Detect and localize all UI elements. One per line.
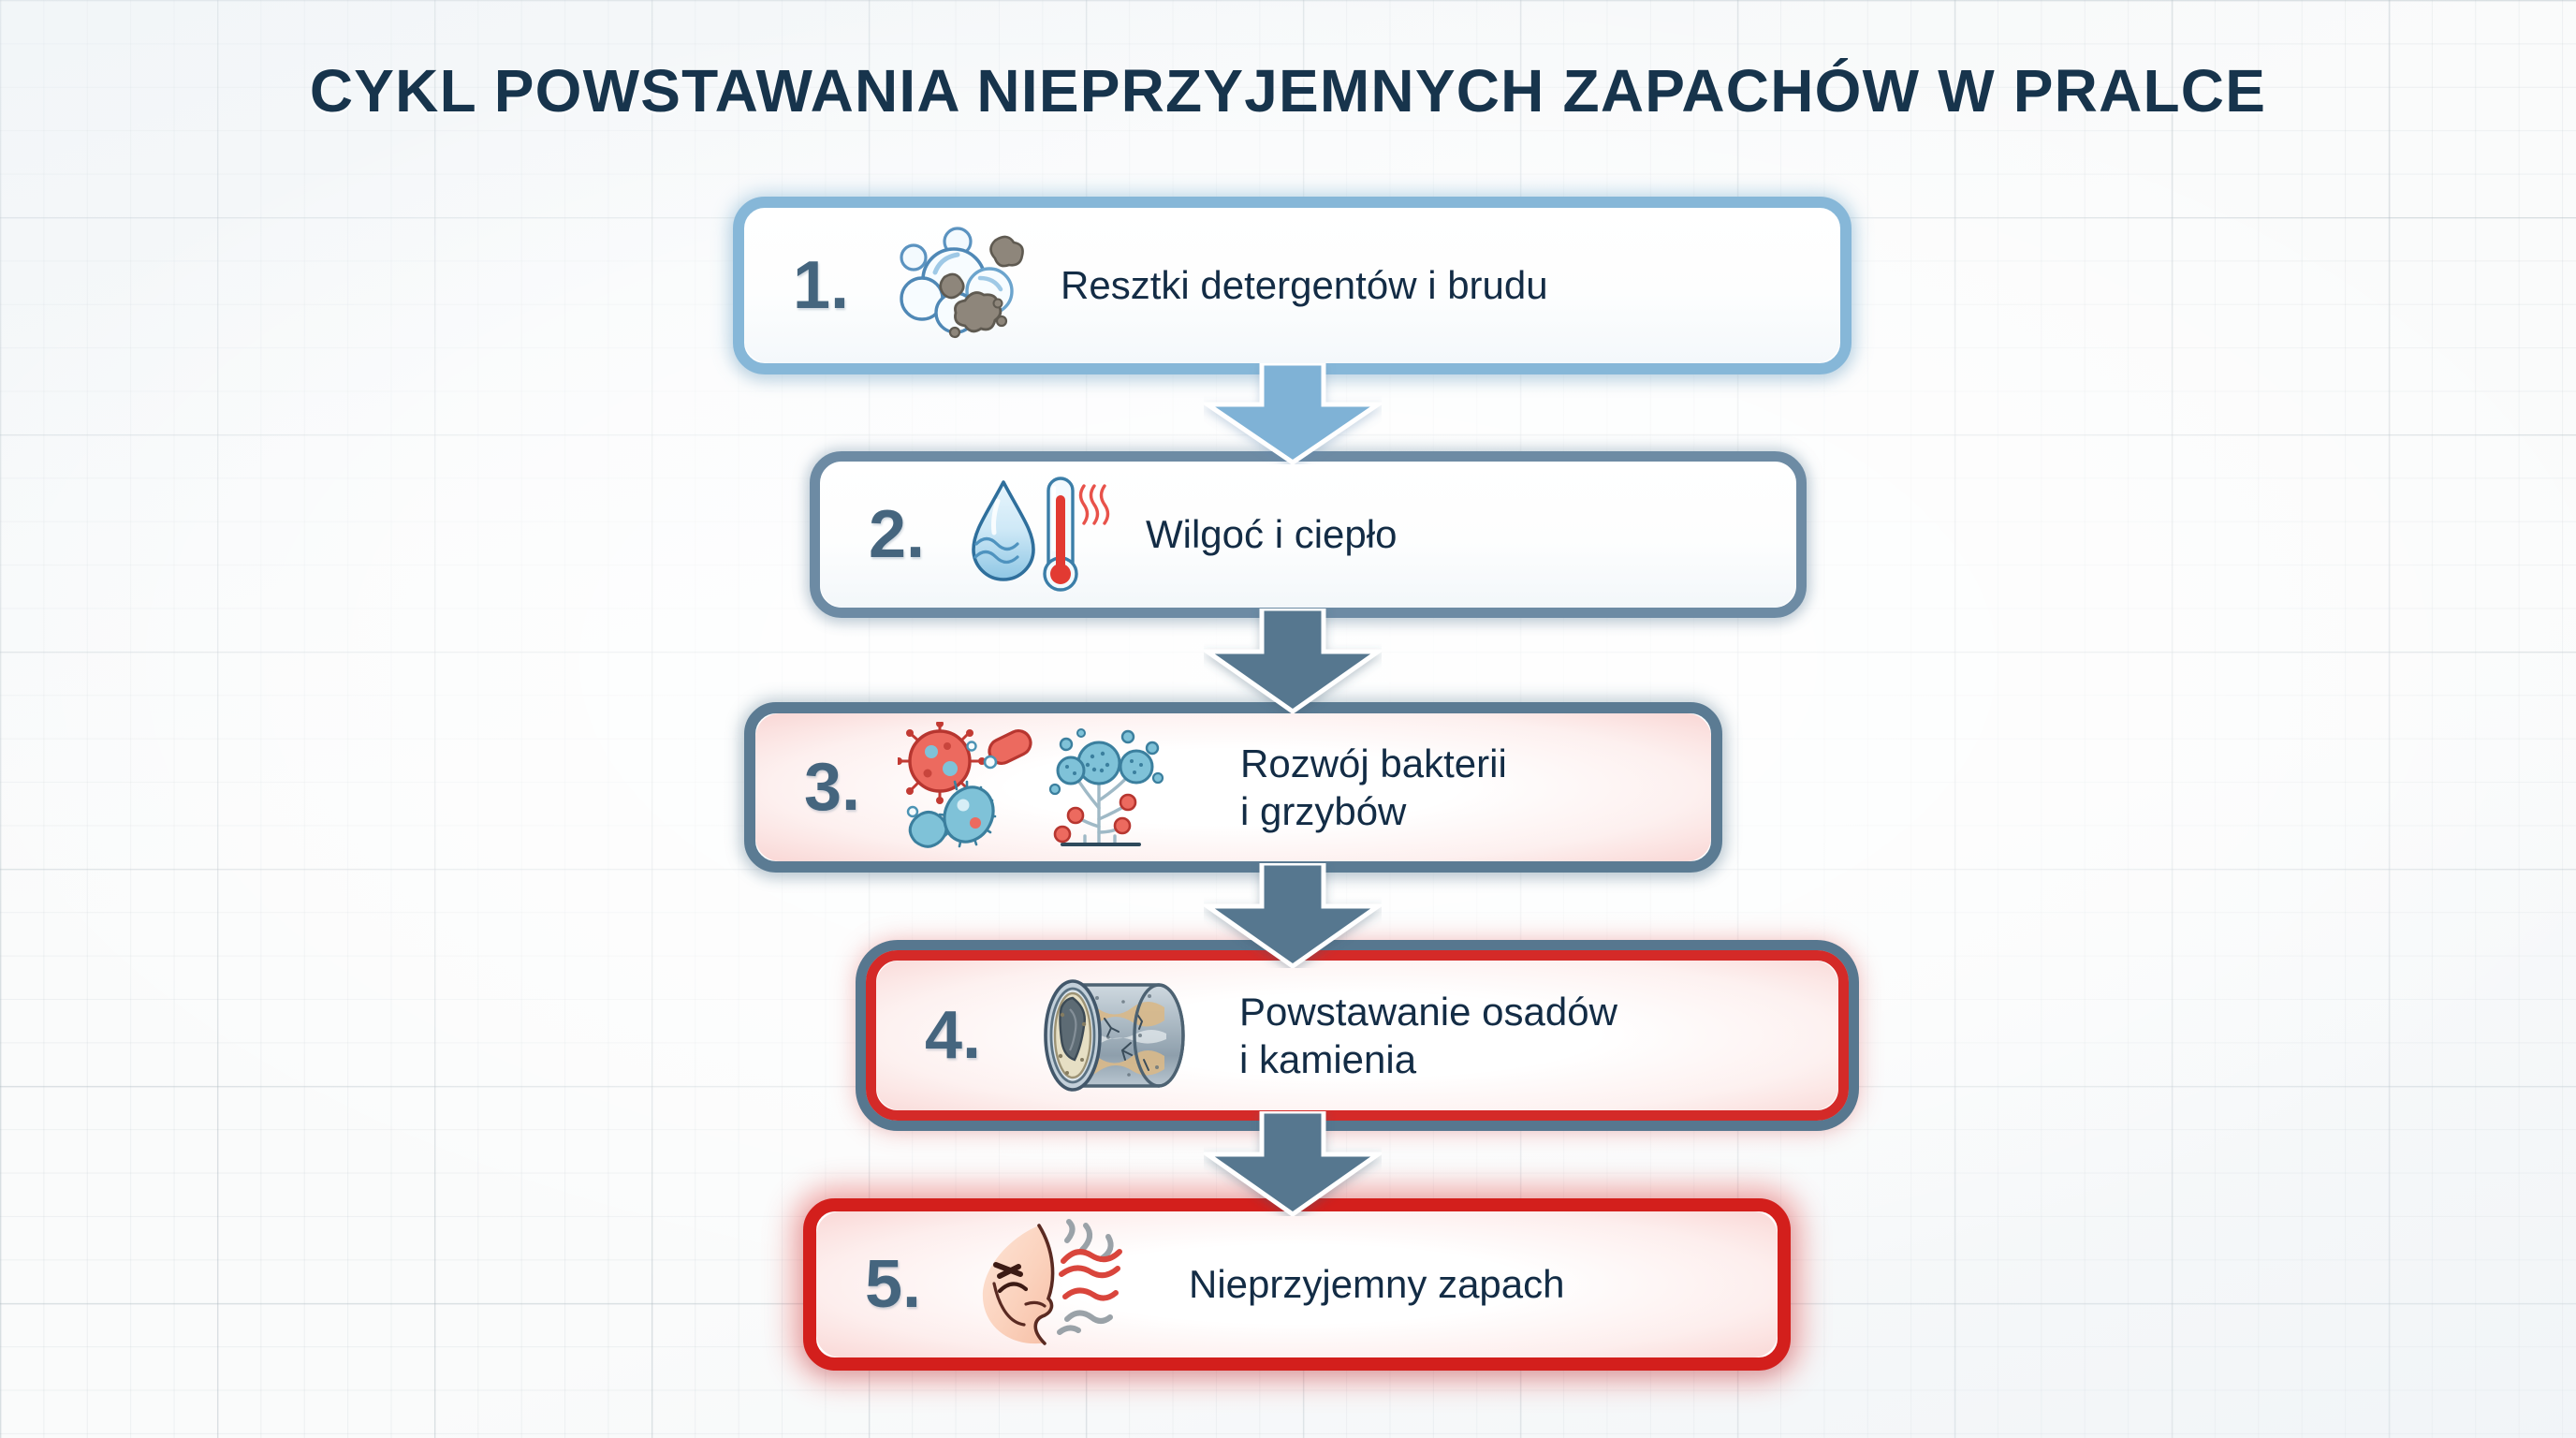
step-card-4[interactable]: 4. [856, 940, 1859, 1131]
step-label: Wilgoć i ciepło [1146, 512, 1398, 557]
step-card-2[interactable]: 2. [810, 451, 1807, 618]
step-number: 3. [804, 750, 861, 825]
limescale-pipe-icon [1018, 970, 1206, 1101]
water-drop-thermometer-icon [962, 471, 1112, 598]
soap-foam-dirt-icon [886, 224, 1027, 347]
arrow-down-icon [1204, 863, 1382, 968]
step-label: Nieprzyjemny zapach [1189, 1262, 1565, 1307]
arrow-down-icon [1204, 363, 1382, 464]
arrow-down-icon [1204, 609, 1382, 713]
step-label: Resztki detergentów i brudu [1061, 263, 1548, 308]
step-card-5[interactable]: 5. [803, 1198, 1791, 1371]
page-title: CYKL POWSTAWANIA NIEPRZYJEMNYCH ZAPACHÓW… [309, 57, 2267, 125]
bacteria-mold-icon [898, 722, 1207, 853]
process-flow: 1. [0, 197, 2576, 1404]
step-number: 5. [865, 1247, 922, 1322]
step-card-3[interactable]: 3. [744, 702, 1722, 873]
step-card-1[interactable]: 1. [733, 197, 1852, 374]
step-label: Rozwój bakterii i grzybów [1240, 741, 1507, 833]
nose-bad-smell-icon [959, 1218, 1155, 1351]
step-number: 4. [925, 998, 982, 1073]
step-number: 1. [793, 248, 850, 323]
step-label: Powstawanie osadów i kamienia [1239, 989, 1617, 1081]
step-number: 2. [869, 497, 926, 572]
arrow-down-icon [1204, 1111, 1382, 1216]
